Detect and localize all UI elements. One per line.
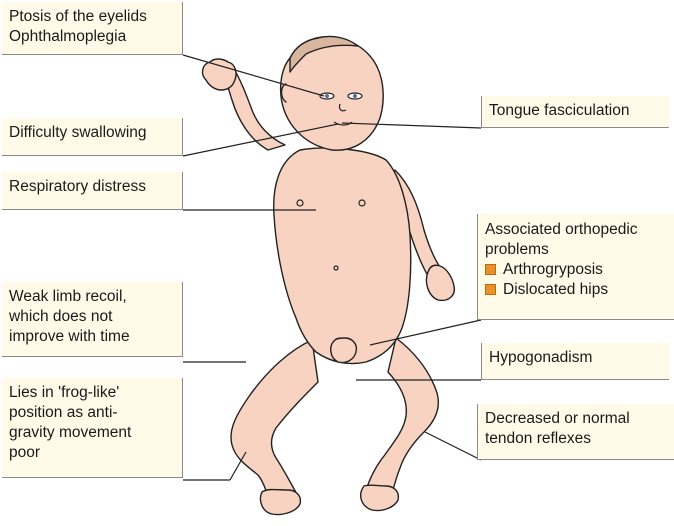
bullet-text: Arthrogryposis bbox=[503, 261, 603, 278]
label-line: Weak limb recoil, bbox=[9, 287, 175, 307]
label-line: which does not bbox=[9, 307, 175, 327]
label-line: Ophthalmoplegia bbox=[9, 27, 175, 47]
label-line: tendon reflexes bbox=[485, 429, 667, 449]
left-foot bbox=[260, 490, 300, 515]
label-line: Difficulty swallowing bbox=[9, 123, 175, 143]
label-line: Hypogonadism bbox=[489, 348, 662, 368]
label-line: Associated orthopedic bbox=[485, 220, 667, 240]
bullet-square-icon bbox=[485, 284, 496, 295]
bullet-arthrogryposis: Arthrogryposis bbox=[485, 260, 667, 280]
bullet-dislocated-hips: Dislocated hips bbox=[485, 280, 667, 300]
label-weak-limb-recoil: Weak limb recoil, which does not improve… bbox=[2, 282, 183, 357]
label-difficulty-swallowing: Difficulty swallowing bbox=[2, 118, 183, 156]
label-line: Respiratory distress bbox=[9, 177, 175, 197]
right-foot bbox=[361, 485, 399, 510]
label-line: gravity movement bbox=[9, 423, 175, 443]
label-line: improve with time bbox=[9, 327, 175, 347]
label-line: problems bbox=[485, 240, 667, 260]
label-line: Decreased or normal bbox=[485, 409, 667, 429]
infant-figure bbox=[203, 36, 455, 514]
label-orthopedic-problems: Associated orthopedic problems Arthrogry… bbox=[477, 214, 674, 320]
label-line: position as anti- bbox=[9, 403, 175, 423]
label-hypogonadism: Hypogonadism bbox=[481, 343, 669, 380]
label-ptosis: Ptosis of the eyelids Ophthalmoplegia bbox=[2, 2, 183, 55]
label-line: Tongue fasciculation bbox=[489, 101, 662, 121]
label-line: Lies in 'frog-like' bbox=[9, 383, 175, 403]
fist bbox=[203, 59, 236, 90]
right-leg bbox=[366, 338, 438, 494]
bullet-square-icon bbox=[485, 264, 496, 275]
label-tendon-reflexes: Decreased or normal tendon reflexes bbox=[477, 404, 674, 460]
bullet-text: Dislocated hips bbox=[503, 281, 608, 298]
label-line: poor bbox=[9, 443, 175, 463]
left-leg bbox=[231, 340, 318, 500]
hand bbox=[426, 265, 454, 300]
torso bbox=[274, 148, 411, 363]
genitals bbox=[331, 338, 357, 363]
label-respiratory-distress: Respiratory distress bbox=[2, 172, 183, 210]
label-frog-like-position: Lies in 'frog-like' position as anti- gr… bbox=[2, 378, 183, 478]
label-line: Ptosis of the eyelids bbox=[9, 7, 175, 27]
reflexes-line bbox=[425, 432, 481, 460]
label-tongue-fasciculation: Tongue fasciculation bbox=[481, 96, 669, 128]
